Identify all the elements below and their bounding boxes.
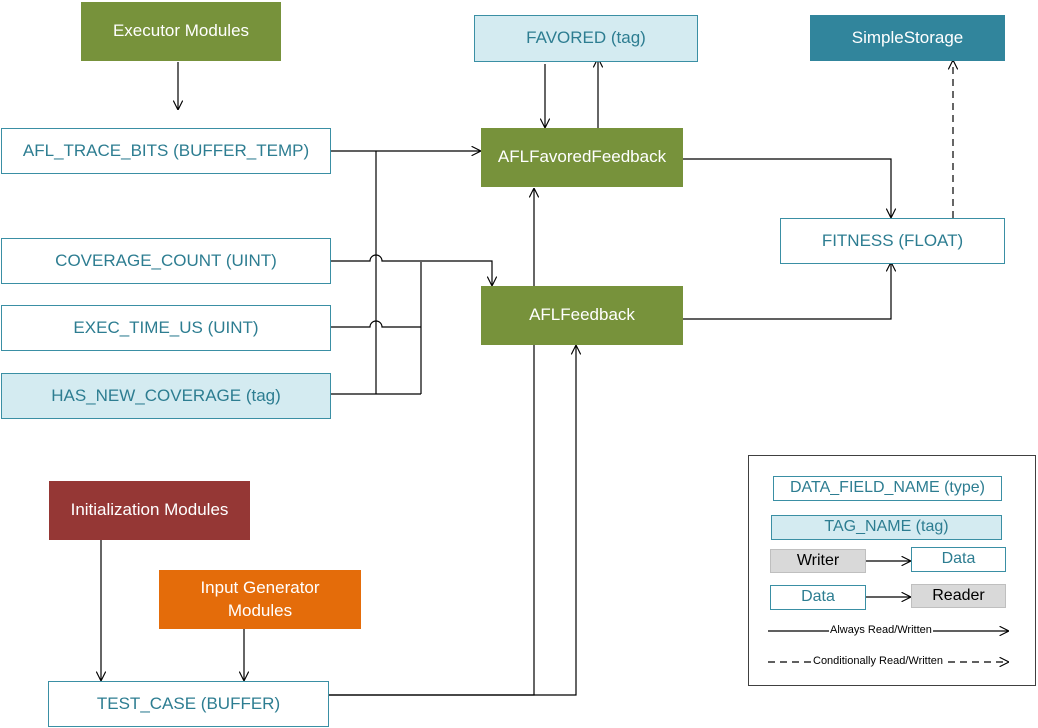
legend-data-sample-2: Data [770,585,866,610]
edge-favored-feedback-to-fitness [683,158,891,217]
legend-writer-label: Writer [796,551,840,569]
legend-data-field-label: DATA_FIELD_NAME (type) [789,479,985,497]
edge-exec-time-to-bus [331,320,421,328]
initialization-modules-label: Initialization Modules [70,500,229,520]
legend-conditionally-label: Conditionally Read/Written [812,655,945,667]
legend-reader-label: Reader [932,586,985,604]
has-new-coverage-node: HAS_NEW_COVERAGE (tag) [1,373,331,419]
initialization-modules-node: Initialization Modules [49,481,250,540]
legend-writer-sample: Writer [770,549,866,573]
afl-trace-bits-node: AFL_TRACE_BITS (BUFFER_TEMP) [1,128,331,174]
afl-feedback-node: AFLFeedback [481,286,683,345]
legend-data-sample-1: Data [911,547,1006,572]
edge-test-case-to-afl-feedback [329,346,576,696]
legend-tag-label: TAG_NAME (tag) [824,518,949,536]
legend-data-label-2: Data [801,588,835,606]
legend-tag-sample: TAG_NAME (tag) [771,515,1002,540]
fitness-label: FITNESS (FLOAT) [821,230,964,250]
executor-modules-node: Executor Modules [81,2,281,61]
legend-always-label: Always Read/Written [829,624,933,636]
coverage-count-node: COVERAGE_COUNT (UINT) [1,238,331,284]
edge-coverage-count-to-afl-feedback [331,254,492,285]
executor-modules-label: Executor Modules [112,21,250,41]
test-case-node: TEST_CASE (BUFFER) [48,681,329,727]
has-new-coverage-label: HAS_NEW_COVERAGE (tag) [51,385,281,405]
afl-trace-bits-label: AFL_TRACE_BITS (BUFFER_TEMP) [22,140,310,160]
coverage-count-label: COVERAGE_COUNT (UINT) [55,250,277,270]
fitness-node: FITNESS (FLOAT) [780,218,1005,264]
legend-reader-sample: Reader [911,584,1006,608]
test-case-label: TEST_CASE (BUFFER) [96,693,281,713]
input-generator-modules-node: Input Generator Modules [159,570,361,629]
simple-storage-node: SimpleStorage [810,15,1005,61]
afl-favored-feedback-label: AFLFavoredFeedback [497,147,667,167]
input-generator-modules-label: Input Generator Modules [200,578,320,620]
simple-storage-label: SimpleStorage [851,27,964,47]
legend-data-label-1: Data [941,550,976,568]
edge-afl-feedback-to-fitness [683,263,891,320]
favored-tag-node: FAVORED (tag) [474,15,698,62]
legend-frame [748,455,1036,686]
exec-time-us-node: EXEC_TIME_US (UINT) [1,305,331,351]
favored-tag-label: FAVORED (tag) [526,28,646,48]
legend-data-field-sample: DATA_FIELD_NAME (type) [773,476,1002,501]
exec-time-us-label: EXEC_TIME_US (UINT) [73,317,259,337]
afl-feedback-label: AFLFeedback [529,305,635,325]
afl-favored-feedback-node: AFLFavoredFeedback [481,128,683,187]
